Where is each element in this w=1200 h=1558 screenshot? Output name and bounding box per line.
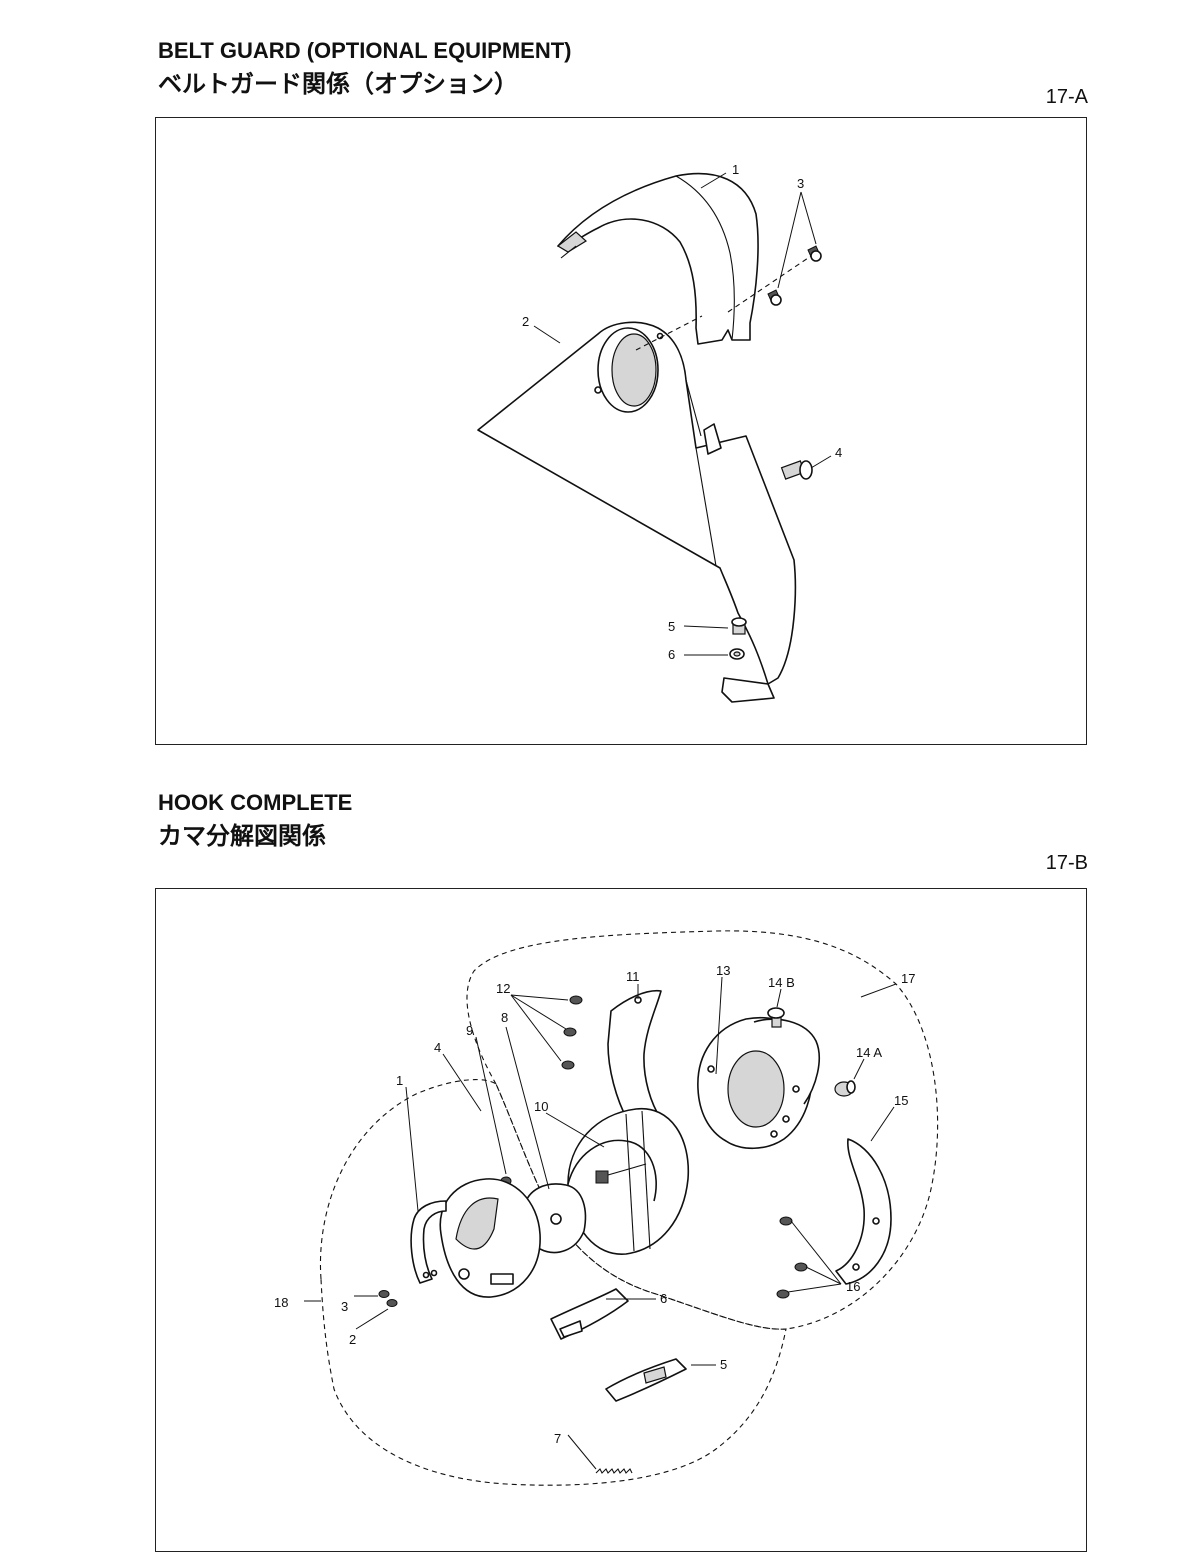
group-18-outline <box>319 1079 787 1486</box>
callout-14b: 14 B <box>768 975 795 990</box>
bobbin-case-4 <box>439 1178 541 1298</box>
belt-guard-foot <box>721 677 775 703</box>
callout-17: 17 <box>901 971 915 986</box>
section-b-title: HOOK COMPLETE <box>158 790 353 815</box>
screw-2 <box>386 1299 398 1307</box>
callout-7: 7 <box>554 1431 561 1446</box>
callout-5: 5 <box>668 619 675 634</box>
belt-guard-diagram: 1 2 3 4 5 6 <box>477 162 842 703</box>
rotary-hook-body-13 <box>697 1017 820 1150</box>
callout-3: 3 <box>341 1299 348 1314</box>
bobbin-case-basket-10 <box>567 1108 690 1255</box>
screw-pair <box>635 245 822 351</box>
callout-4: 4 <box>835 445 842 460</box>
callout-13: 13 <box>716 963 730 978</box>
section-a-figure-id: 17-A <box>1045 86 1088 108</box>
callout-10: 10 <box>534 1099 548 1114</box>
belt-guard-plate <box>477 321 797 685</box>
hook-complete-diagram-panel: 12 11 13 14 B 17 14 A 15 10 8 9 4 1 3 2 … <box>155 888 1087 1552</box>
screw-14a <box>834 1080 856 1097</box>
belt-cover-upper <box>556 172 759 345</box>
callout-9: 9 <box>466 1023 473 1038</box>
callout-1: 1 <box>732 162 739 177</box>
section-a-title: BELT GUARD (OPTIONAL EQUIPMENT) <box>158 38 572 63</box>
callout-16: 16 <box>846 1279 860 1294</box>
callout-6: 6 <box>660 1291 667 1306</box>
callout-4: 4 <box>434 1040 441 1055</box>
bolt-4 <box>780 460 813 480</box>
callout-11: 11 <box>626 969 640 984</box>
callout-8: 8 <box>501 1010 508 1025</box>
callout-2: 2 <box>349 1332 356 1347</box>
callout-15: 15 <box>894 1093 908 1108</box>
screws-16 <box>776 1216 808 1299</box>
callout-6: 6 <box>668 647 675 662</box>
screw-3 <box>378 1290 390 1298</box>
hook-complete-diagram: 12 11 13 14 B 17 14 A 15 10 8 9 4 1 3 2 … <box>274 930 939 1486</box>
callout-3: 3 <box>797 176 804 191</box>
callout-14a: 14 A <box>856 1045 882 1060</box>
callout-18: 18 <box>274 1295 288 1310</box>
belt-guard-diagram-panel: 1 2 3 4 5 6 <box>155 117 1087 745</box>
screws-12 <box>561 995 583 1070</box>
needle-plate-15 <box>835 1138 892 1285</box>
callout-2: 2 <box>522 314 529 329</box>
callout-1: 1 <box>396 1073 403 1088</box>
section-b-figure-id: 17-B <box>1045 852 1088 874</box>
spring-7 <box>595 1468 633 1474</box>
section-b-subtitle: カマ分解図関係 <box>158 822 326 850</box>
screw-14b <box>767 1007 785 1028</box>
latch-1 <box>410 1200 447 1284</box>
callout-5: 5 <box>720 1357 727 1372</box>
screw-5 <box>731 617 747 635</box>
bracket-11 <box>607 989 662 1128</box>
section-a-subtitle: ベルトガード関係（オプション） <box>158 70 518 98</box>
callout-12: 12 <box>496 981 510 996</box>
group-17-outline <box>466 930 939 1330</box>
